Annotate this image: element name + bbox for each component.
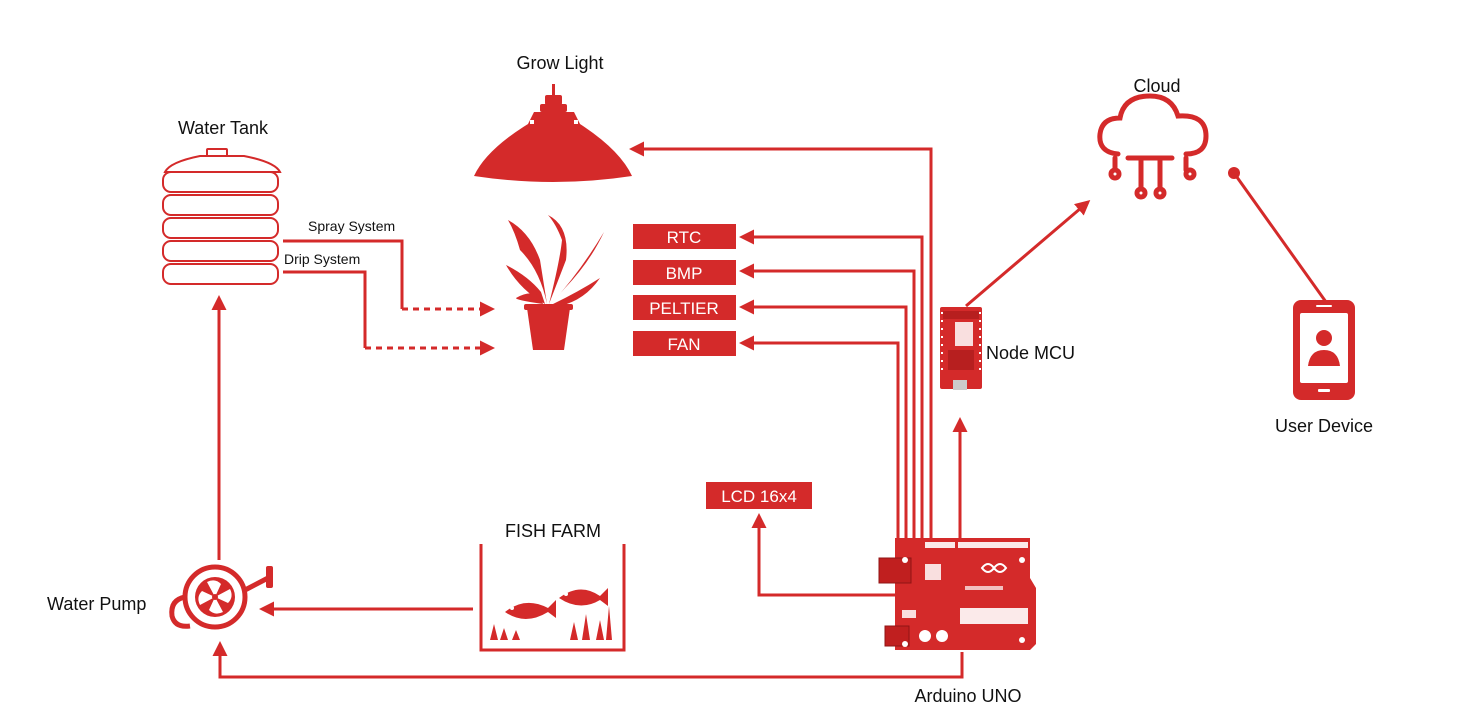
line-arduino-to-peltier (739, 299, 908, 538)
lcd-label: LCD 16x4 (721, 487, 797, 506)
user-device-label: User Device (1275, 416, 1373, 436)
line-arduino-to-grow-light (629, 141, 933, 538)
bmp-label: BMP (666, 264, 703, 283)
arduino-board-icon (878, 538, 1036, 650)
fan-label: FAN (667, 335, 700, 354)
line-spray-system (283, 239, 404, 309)
arduino-uno-label: Arduino UNO (914, 686, 1021, 705)
rtc-module: RTC (633, 224, 736, 249)
user-device-icon (1293, 300, 1355, 400)
line-arduino-to-water-pump (212, 641, 964, 679)
rtc-label: RTC (667, 228, 702, 247)
cloud-icon (1097, 93, 1209, 200)
peltier-module: PELTIER (633, 295, 736, 320)
node-mcu-label: Node MCU (986, 343, 1075, 363)
grow-light-icon (474, 84, 632, 182)
lcd-module: LCD 16x4 (706, 482, 812, 509)
fan-module: FAN (633, 331, 736, 356)
spray-system-label: Spray System (308, 218, 395, 234)
line-arduino-to-rtc (739, 229, 924, 538)
line-drip-system (283, 270, 367, 348)
fish-tank-icon (479, 544, 626, 652)
line-arduino-to-lcd (751, 513, 895, 597)
cloud-label: Cloud (1133, 76, 1180, 96)
line-arduino-to-fan (739, 335, 900, 538)
line-arduino-to-bmp (739, 263, 916, 538)
connections (211, 141, 1328, 679)
water-tank-icon (162, 148, 282, 285)
fish-farm-label: FISH FARM (505, 521, 601, 541)
plant-icon (506, 215, 604, 350)
node-mcu-board-icon (940, 307, 982, 390)
grow-light-label: Grow Light (516, 53, 603, 73)
line-node-mcu-to-cloud (965, 200, 1091, 308)
peltier-label: PELTIER (649, 299, 719, 318)
bmp-module: BMP (633, 260, 736, 285)
water-tank-label: Water Tank (178, 118, 269, 138)
drip-system-label: Drip System (284, 251, 360, 267)
water-pump-icon (169, 564, 273, 630)
line-cloud-to-user-device (1232, 172, 1328, 303)
water-pump-label: Water Pump (47, 594, 146, 614)
